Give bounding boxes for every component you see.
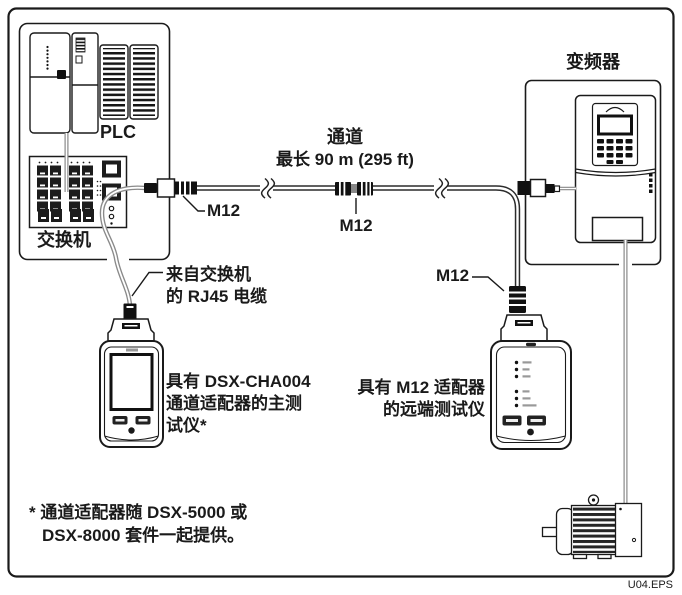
rj45-plug [123,303,137,320]
main-tester-label-line2: 通道适配器的主测 [166,394,302,413]
plc-unit [29,32,159,134]
remote-tester-label: 具有 M12 适配器 的远端测试仪 [330,377,485,421]
channel-cable [197,185,521,287]
channel-length-label: 最长 90 m (295 ft) [276,150,414,169]
m12-middle-label: M12 [339,216,373,235]
rj45-cable-label-line1: 来自交换机 [166,265,251,284]
remote-tester-label-line1: 具有 M12 适配器 [357,378,485,397]
remote-tester-label-line2: 的远端测试仪 [383,400,485,419]
m12-left-label: M12 [207,201,241,220]
plc-label: PLC [100,122,136,142]
m12-connector-middle [335,182,373,196]
main-tester-label: 具有 DSX-CHA004 通道适配器的主测 试仪* [166,371,311,437]
channel-adapter [107,318,155,342]
footnote-line2: DSX-8000 套件一起提供。 [42,526,245,545]
cable-break-left [260,177,276,199]
remote-tester [490,286,572,450]
channel-title-label: 通道 [327,127,363,147]
main-tester [99,303,164,448]
leader-m12-left [182,195,205,212]
leader-rj45-cable [131,271,163,297]
m12-adapter [500,314,548,342]
main-tester-label-line1: 具有 DSX-CHA004 [166,372,311,391]
leader-m12-right [472,276,505,292]
main-tester-label-line3: 试仪* [166,416,207,435]
figure-border [7,7,675,578]
footnote-line1: * 通道适配器随 DSX-5000 或 [29,503,248,522]
rj45-cable-label: 来自交换机 的 RJ45 电缆 [166,264,267,308]
cable-break-right [434,177,450,199]
m12-right-label: M12 [436,266,470,285]
file-label: U04.EPS [627,579,673,591]
switch-label: 交换机 [37,230,91,250]
leader-lines [131,195,505,297]
motor [541,494,643,560]
remote-tester-leds [514,360,537,408]
drive-keypad [597,139,633,164]
m12-bulkhead-right [517,178,576,198]
rj45-cable-label-line2: 的 RJ45 电缆 [166,287,268,306]
inverter-label: 变频器 [566,52,620,72]
rj45-cable [99,185,146,307]
drive-unit [574,94,657,244]
plc-cpu-leds [46,45,66,79]
m12-bulkhead-left [144,178,197,198]
